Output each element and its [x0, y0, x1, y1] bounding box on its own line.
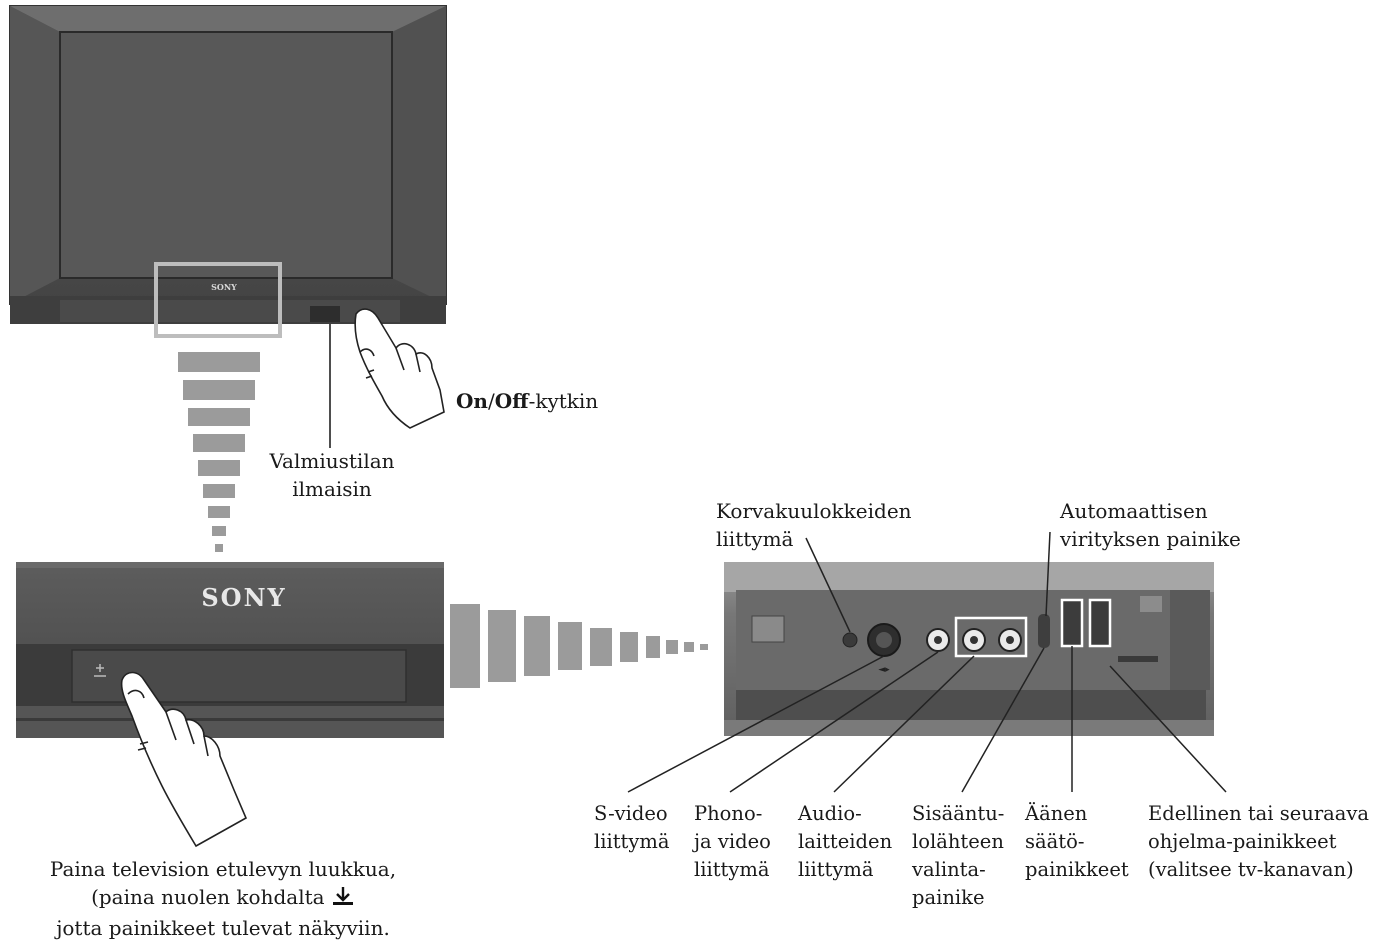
tv-logo-large: SONY	[201, 583, 286, 612]
program-buttons-label: Edellinen tai seuraava ohjelma-painikkee…	[1148, 802, 1370, 881]
tv-logo-small: SONY	[211, 282, 237, 292]
phono-video-label: Phono- ja video liittymä	[694, 802, 771, 881]
autotune-button-label: Automaattisen virityksen painike	[1060, 499, 1241, 551]
hand-power-icon	[354, 308, 445, 429]
audio-label: Audio- laitteiden liittymä	[798, 802, 893, 881]
tv-panel-closeup: SONY	[16, 562, 444, 738]
zoom-funnel-horizontal	[450, 604, 708, 688]
leader-lines	[627, 531, 1227, 793]
hand-press-icon	[120, 671, 248, 848]
control-panel: ◄▸	[724, 562, 1214, 736]
tv-front-view: SONY	[9, 5, 447, 338]
input-select-label: Sisääntu- lolähteen valinta- painike	[912, 802, 1005, 909]
press-arrow-icon	[331, 885, 355, 914]
svideo-label: S-video liittymä	[594, 802, 670, 853]
headphone-jack-label: Korvakuulokkeiden liittymä	[716, 499, 912, 551]
volume-label: Äänen säätö- painikkeet	[1025, 802, 1129, 881]
instruction-text: Paina television etulevyn luukkua, (pain…	[49, 857, 397, 940]
power-switch-label: On/Off-kytkin	[456, 389, 599, 413]
svg-text:◄▸: ◄▸	[878, 665, 890, 675]
standby-indicator-label: Valmiustilan ilmaisin	[269, 449, 395, 501]
zoom-funnel-vertical	[178, 352, 260, 552]
